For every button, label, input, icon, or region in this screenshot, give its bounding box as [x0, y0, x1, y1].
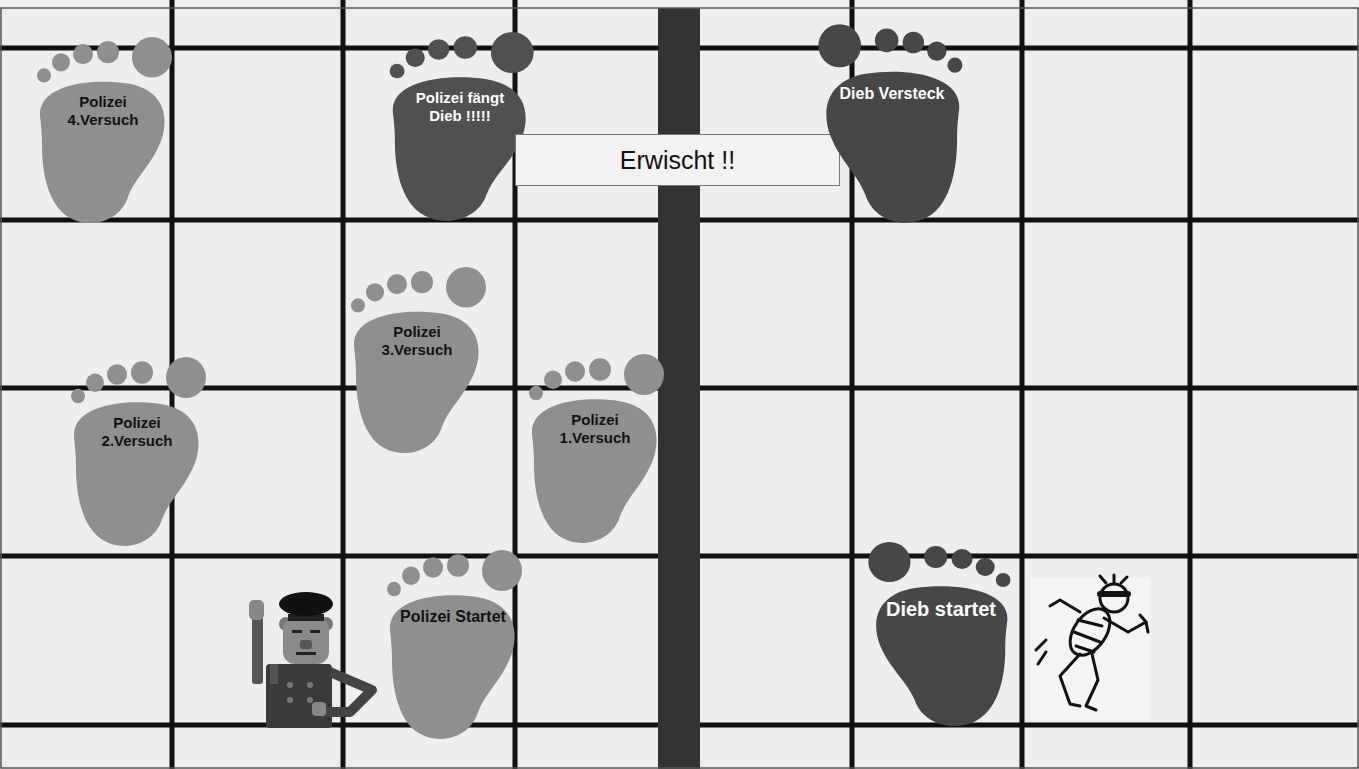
footprint-shape	[378, 548, 528, 743]
footprint-label: Dieb startet	[881, 597, 1001, 621]
footprint-label: Polizei 2.Versuch	[80, 414, 194, 450]
footprint-shape	[62, 355, 212, 550]
footprint-node: Dieb Versteck	[812, 22, 972, 227]
footprint-node: Polizei 3.Versuch	[342, 265, 492, 457]
footprint-shape	[342, 265, 492, 457]
footprint-node: Polizei 4.Versuch	[28, 35, 178, 227]
footprint-node: Polizei 1.Versuch	[520, 352, 670, 547]
footprint-label: Polizei 1.Versuch	[538, 411, 652, 447]
footprint-node: Polizei 2.Versuch	[62, 355, 212, 550]
footprint-shape	[862, 540, 1020, 730]
footprint-label: Polizei 4.Versuch	[46, 93, 160, 129]
footprint-label: Polizei Startet	[396, 607, 510, 626]
footprint-node: Dieb startet	[862, 540, 1020, 730]
police-figure	[249, 592, 372, 728]
footprint-shape	[520, 352, 670, 547]
footprint-node: Polizei fängt Dieb !!!!!	[380, 30, 540, 225]
footprint-shape	[28, 35, 178, 227]
footprint-label: Dieb Versteck	[831, 84, 953, 103]
board-frame	[1, 8, 1358, 768]
thief-figure	[1030, 575, 1150, 720]
footprint-node: Polizei Startet	[378, 548, 528, 743]
caption-text: Erwischt !!	[616, 145, 739, 175]
footprint-label: Polizei 3.Versuch	[360, 323, 474, 359]
footprint-shape	[380, 30, 540, 225]
footprint-label: Polizei fängt Dieb !!!!!	[399, 89, 521, 125]
footprint-shape	[812, 22, 972, 227]
caption-box: Erwischt !!	[515, 134, 840, 186]
divider-bar	[658, 8, 700, 769]
